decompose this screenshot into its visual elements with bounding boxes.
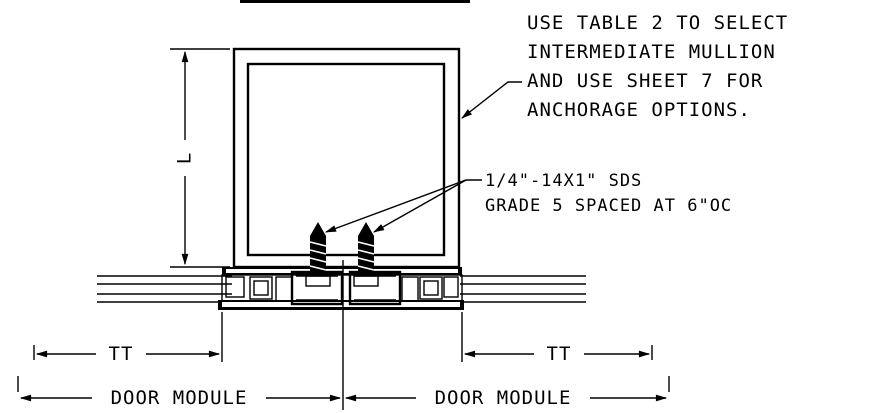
dimension-tt-left-label: TT [109, 343, 134, 365]
screw-note-line-1: 1/4"-14X1" SDS [485, 171, 642, 191]
dimension-door-module-left-label: DOOR MODULE [111, 387, 248, 409]
door-frame-extrusions [218, 267, 464, 310]
screw-note: 1/4"-14X1" SDS GRADE 5 SPACED AT 6"OC [485, 171, 732, 216]
dimension-door-module-right: DOOR MODULE [344, 376, 670, 409]
screw-right [353, 222, 379, 287]
dimension-tt-right: TT [461, 312, 653, 365]
dimension-tt-right-label: TT [547, 343, 572, 365]
dimension-tt-left: TT [33, 312, 223, 365]
mullion-note: USE TABLE 2 TO SELECT INTERMEDIATE MULLI… [527, 12, 788, 121]
mullion-note-line-3: AND USE SHEET 7 FOR [527, 70, 763, 92]
dimension-door-module-right-label: DOOR MODULE [435, 387, 572, 409]
dimension-l-label: L [174, 152, 196, 164]
mullion-note-line-2: INTERMEDIATE MULLION [527, 41, 776, 63]
door-glazing-right [460, 275, 586, 303]
mullion-note-line-1: USE TABLE 2 TO SELECT [527, 12, 788, 34]
mullion-note-leader [461, 81, 522, 119]
screw-note-leader-right [373, 179, 467, 233]
screw-left [305, 222, 331, 287]
dimension-door-module-left: DOOR MODULE [17, 376, 342, 409]
screw-note-line-2: GRADE 5 SPACED AT 6"OC [485, 196, 732, 216]
cropped-top-text [240, 0, 470, 3]
intermediate-mullion [232, 47, 461, 269]
mullion-note-line-4: ANCHORAGE OPTIONS. [527, 99, 751, 121]
door-glazing-left [97, 275, 232, 303]
dimension-l: L [170, 48, 230, 268]
